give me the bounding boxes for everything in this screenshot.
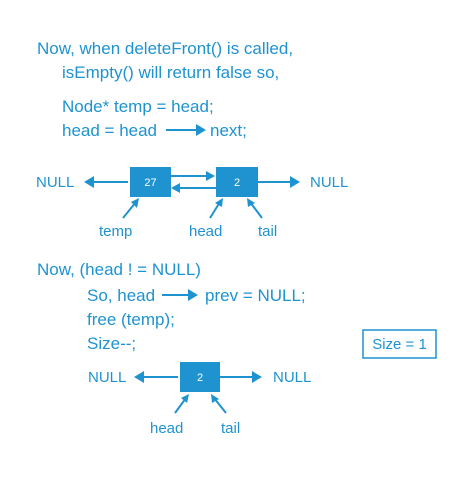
label-tail-1: tail [258, 223, 277, 240]
node-2 [216, 167, 258, 197]
null-right-1: NULL [310, 174, 348, 191]
null-left-1: NULL [36, 174, 74, 191]
temp-pointer-head [131, 198, 139, 208]
node-2-final-value: 2 [197, 372, 203, 384]
size-box [362, 329, 437, 359]
code2-line-1-right: prev = NULL; [205, 286, 306, 305]
head-pointer-2-head [181, 394, 189, 403]
next-link-head [206, 171, 215, 181]
code-line-temp: Node* temp = head; [62, 97, 214, 116]
code2-line-1-left: So, head [87, 286, 155, 305]
prev-pointer-arrowhead-2 [134, 371, 144, 383]
head-pointer-1-head [215, 198, 223, 207]
null-right-2: NULL [273, 369, 311, 386]
null-left-2: NULL [88, 369, 126, 386]
next-pointer-arrowhead-2 [252, 371, 262, 383]
code-line-head-right: next; [210, 121, 247, 140]
intro-line-2: isEmpty() will return false so, [62, 63, 279, 82]
next-pointer-arrowhead-1 [290, 176, 300, 188]
tail-pointer-2-head [211, 394, 219, 403]
prev-link-head [171, 183, 180, 193]
label-temp: temp [99, 223, 132, 240]
label-tail-2: tail [221, 420, 240, 437]
code-line-head-left: head = head [62, 121, 157, 140]
prev-pointer-arrowhead-1 [84, 176, 94, 188]
node-27 [130, 167, 171, 197]
code2-line-3: Size--; [87, 334, 136, 353]
node-27-value: 27 [144, 177, 156, 189]
node-2-value: 2 [234, 177, 240, 189]
size-box-text: Size = 1 [372, 336, 427, 353]
arrow-operator-1-head [196, 124, 206, 136]
intro-line-1: Now, when deleteFront() is called, [37, 39, 293, 58]
condition-line: Now, (head ! = NULL) [37, 260, 201, 279]
code2-line-2: free (temp); [87, 310, 175, 329]
node-2-final [180, 362, 220, 392]
tail-pointer-1-head [247, 198, 255, 207]
label-head-1: head [189, 223, 222, 240]
arrow-operator-2-head [188, 289, 198, 301]
label-head-2: head [150, 420, 183, 437]
